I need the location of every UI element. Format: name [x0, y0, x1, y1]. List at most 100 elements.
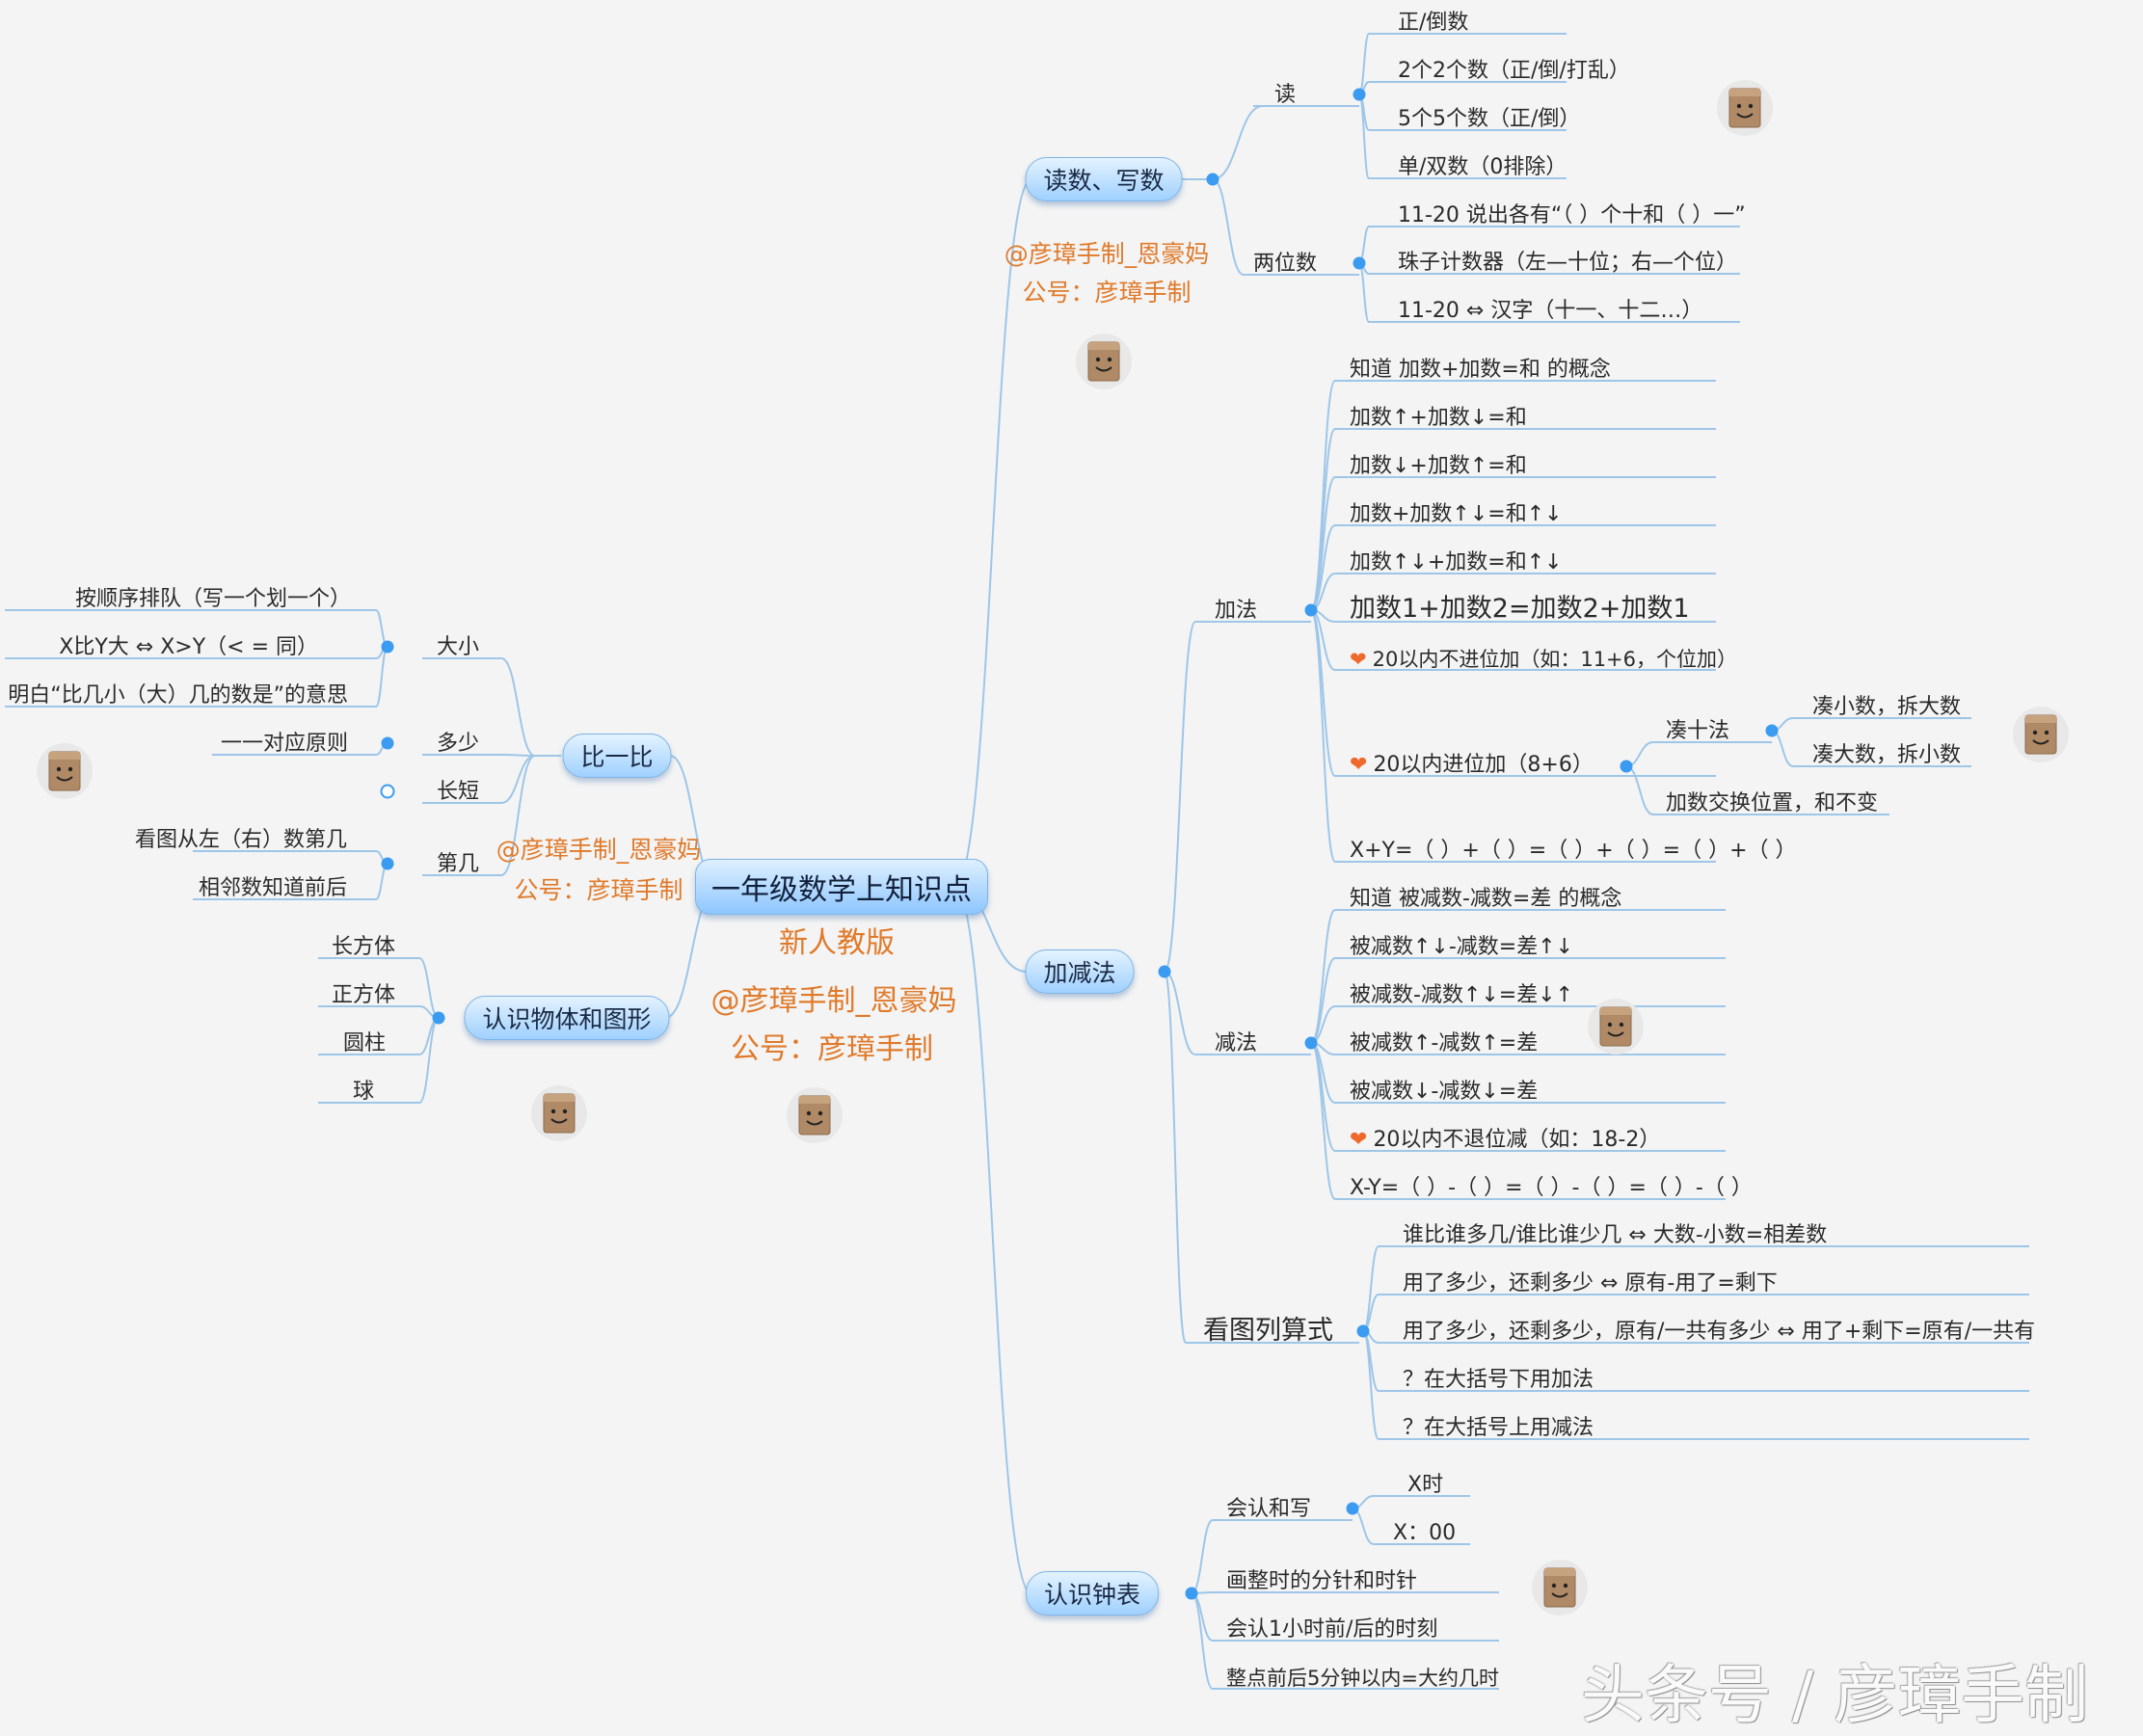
- branch-add-sub[interactable]: 加减法: [1025, 949, 1135, 994]
- shape-leaf: [418, 957, 440, 1019]
- root-link: [953, 178, 1032, 888]
- read-item: 单/双数（0排除）: [1398, 155, 1567, 179]
- branch-clock[interactable]: 认识钟表: [1025, 1571, 1160, 1616]
- as: [1164, 621, 1196, 973]
- picture-leaf: [1362, 1330, 1380, 1440]
- node-dot[interactable]: [1304, 603, 1318, 617]
- node-dot[interactable]: [1356, 1324, 1370, 1338]
- picture-leaf: [1362, 1245, 1380, 1332]
- sub-item-no-borrow-label: 20以内不退位减（如：18-2）: [1373, 1128, 1661, 1152]
- size-item: 按顺序排队（写一个划一个）: [74, 587, 351, 611]
- amount-item: 一一对应原则: [220, 732, 348, 756]
- node-dot[interactable]: [381, 640, 394, 654]
- read-item: 正/倒数: [1398, 11, 1469, 35]
- read-item: 2个2个数（正/倒/打乱）: [1398, 59, 1630, 83]
- branch-shapes[interactable]: 认识物体和图形: [464, 996, 670, 1040]
- sub-item: 被减数-减数↑↓=差↓↑: [1350, 983, 1574, 1007]
- cmp: [500, 754, 536, 757]
- root-account: 公号：彦璋手制: [731, 1032, 933, 1066]
- sub-item: X-Y=（ ）-（ ）=（ ）-（ ）=（ ）-（ ）: [1350, 1176, 1753, 1200]
- shape-item: 正方体: [331, 983, 395, 1007]
- branch-compare[interactable]: 比一比: [562, 734, 672, 778]
- sub-item: 被减数↑-减数↑=差: [1350, 1031, 1539, 1055]
- order-item: 相邻数知道前后: [198, 876, 347, 900]
- cmp: [500, 657, 536, 757]
- cmp: [500, 755, 536, 804]
- smiley-box-icon: [37, 743, 93, 799]
- root-node[interactable]: 一年级数学上知识点: [695, 859, 988, 915]
- node-order[interactable]: 第几: [437, 852, 480, 876]
- clock-item: X：00: [1393, 1521, 1457, 1545]
- make-ten-item: 凑大数，拆小数: [1812, 743, 1962, 767]
- node-dot[interactable]: [381, 736, 394, 750]
- node-sub[interactable]: 减法: [1215, 1031, 1258, 1055]
- clock-item: 会认1小时前/后的时刻: [1226, 1617, 1438, 1642]
- sub-item: 被减数↑↓-减数=差↑↓: [1350, 935, 1574, 959]
- compare-account: 公号：彦璋手制: [514, 876, 683, 904]
- read-write-account: 公号：彦璋手制: [1022, 279, 1192, 307]
- node-amount[interactable]: 多少: [437, 732, 480, 756]
- heart-icon: ❤: [1350, 1128, 1368, 1152]
- smiley-box-icon: [1588, 999, 1644, 1055]
- picture-item: 谁比谁多几/谁比谁少几 ⇔ 大数-小数=相差数: [1403, 1223, 1828, 1247]
- rw: [1212, 105, 1264, 180]
- two-digit-item: 珠子计数器（左—十位；右—个位）: [1398, 251, 1738, 275]
- order-item: 看图从左（右）数第几: [134, 828, 347, 852]
- node-dot[interactable]: [1206, 173, 1219, 186]
- add-item-carry[interactable]: ❤20以内进位加（8+6）: [1350, 751, 1594, 780]
- node-make-ten[interactable]: 凑十法: [1666, 719, 1730, 743]
- heart-icon: ❤: [1350, 648, 1367, 671]
- add-leaf: [1310, 428, 1336, 611]
- node-dot[interactable]: [1353, 256, 1366, 270]
- node-clock-read-write[interactable]: 会认和写: [1226, 1497, 1312, 1521]
- node-size[interactable]: 大小: [437, 635, 480, 659]
- node-dot[interactable]: [1158, 965, 1171, 978]
- picture-item: 用了多少，还剩多少 ⇔ 原有-用了=剩下: [1403, 1271, 1778, 1295]
- root-edition: 新人教版: [779, 926, 895, 960]
- add-leaf: [1310, 609, 1336, 863]
- node-dot[interactable]: [380, 784, 395, 799]
- two-digit-item: 11-20 ⇔ 汉字（十一、十二…）: [1398, 299, 1703, 323]
- node-two-digit[interactable]: 两位数: [1253, 252, 1318, 276]
- picture-item: ？在大括号上用减法: [1403, 1416, 1594, 1440]
- clock-item: 画整时的分针和时针: [1226, 1569, 1418, 1593]
- smiley-box-icon: [531, 1085, 587, 1141]
- smiley-box-icon: [2013, 707, 2069, 762]
- clock-item: 整点前后5分钟以内=大约几时: [1226, 1667, 1499, 1690]
- node-dot[interactable]: [432, 1011, 445, 1025]
- add-item: 加数+加数↑↓=和↑↓: [1350, 502, 1563, 526]
- shape-leaf: [418, 1017, 440, 1104]
- watermark: 头条号 / 彦璋手制: [1581, 1658, 2089, 1732]
- node-read[interactable]: 读: [1274, 83, 1297, 107]
- node-add[interactable]: 加法: [1215, 599, 1258, 623]
- node-dot[interactable]: [1765, 724, 1779, 737]
- root-link: [953, 886, 1032, 1594]
- sub-leaf: [1310, 1042, 1336, 1152]
- branch-read-write[interactable]: 读数、写数: [1025, 157, 1183, 201]
- read-leaf: [1358, 33, 1370, 95]
- add-item: 加数1+加数2=加数2+加数1: [1350, 594, 1690, 624]
- compare-author: @彦璋手制_恩豪妈: [496, 836, 702, 864]
- picture-item: ？在大括号下用加法: [1403, 1368, 1594, 1392]
- two-digit-item: 11-20 说出各有“（ ）个十和（ ）一”: [1398, 203, 1746, 227]
- node-dot[interactable]: [1353, 88, 1366, 101]
- add-item: 知道 加数+加数=和 的概念: [1350, 358, 1611, 382]
- node-dot[interactable]: [381, 857, 394, 870]
- add-item-no-carry: ❤20以内不进位加（如：11+6，个位加）: [1350, 645, 1737, 674]
- smiley-box-icon: [1717, 80, 1773, 136]
- add-item-no-carry-label: 20以内不进位加（如：11+6，个位加）: [1372, 648, 1738, 671]
- node-length[interactable]: 长短: [437, 780, 480, 804]
- node-dot[interactable]: [1185, 1587, 1198, 1600]
- add-item: 加数↓+加数↑=和: [1350, 454, 1527, 478]
- read-item: 5个5个数（正/倒）: [1398, 107, 1581, 131]
- node-picture[interactable]: 看图列算式: [1203, 1316, 1333, 1346]
- carry: [1625, 765, 1654, 815]
- shape-item: 圆柱: [342, 1031, 386, 1055]
- add-item: 加数↑+加数↓=和: [1350, 406, 1527, 430]
- node-dot[interactable]: [1346, 1502, 1359, 1515]
- shape-item: 长方体: [331, 935, 395, 959]
- read-write-author: @彦璋手制_恩豪妈: [1004, 240, 1210, 268]
- node-dot[interactable]: [1304, 1036, 1318, 1050]
- node-dot[interactable]: [1620, 760, 1633, 773]
